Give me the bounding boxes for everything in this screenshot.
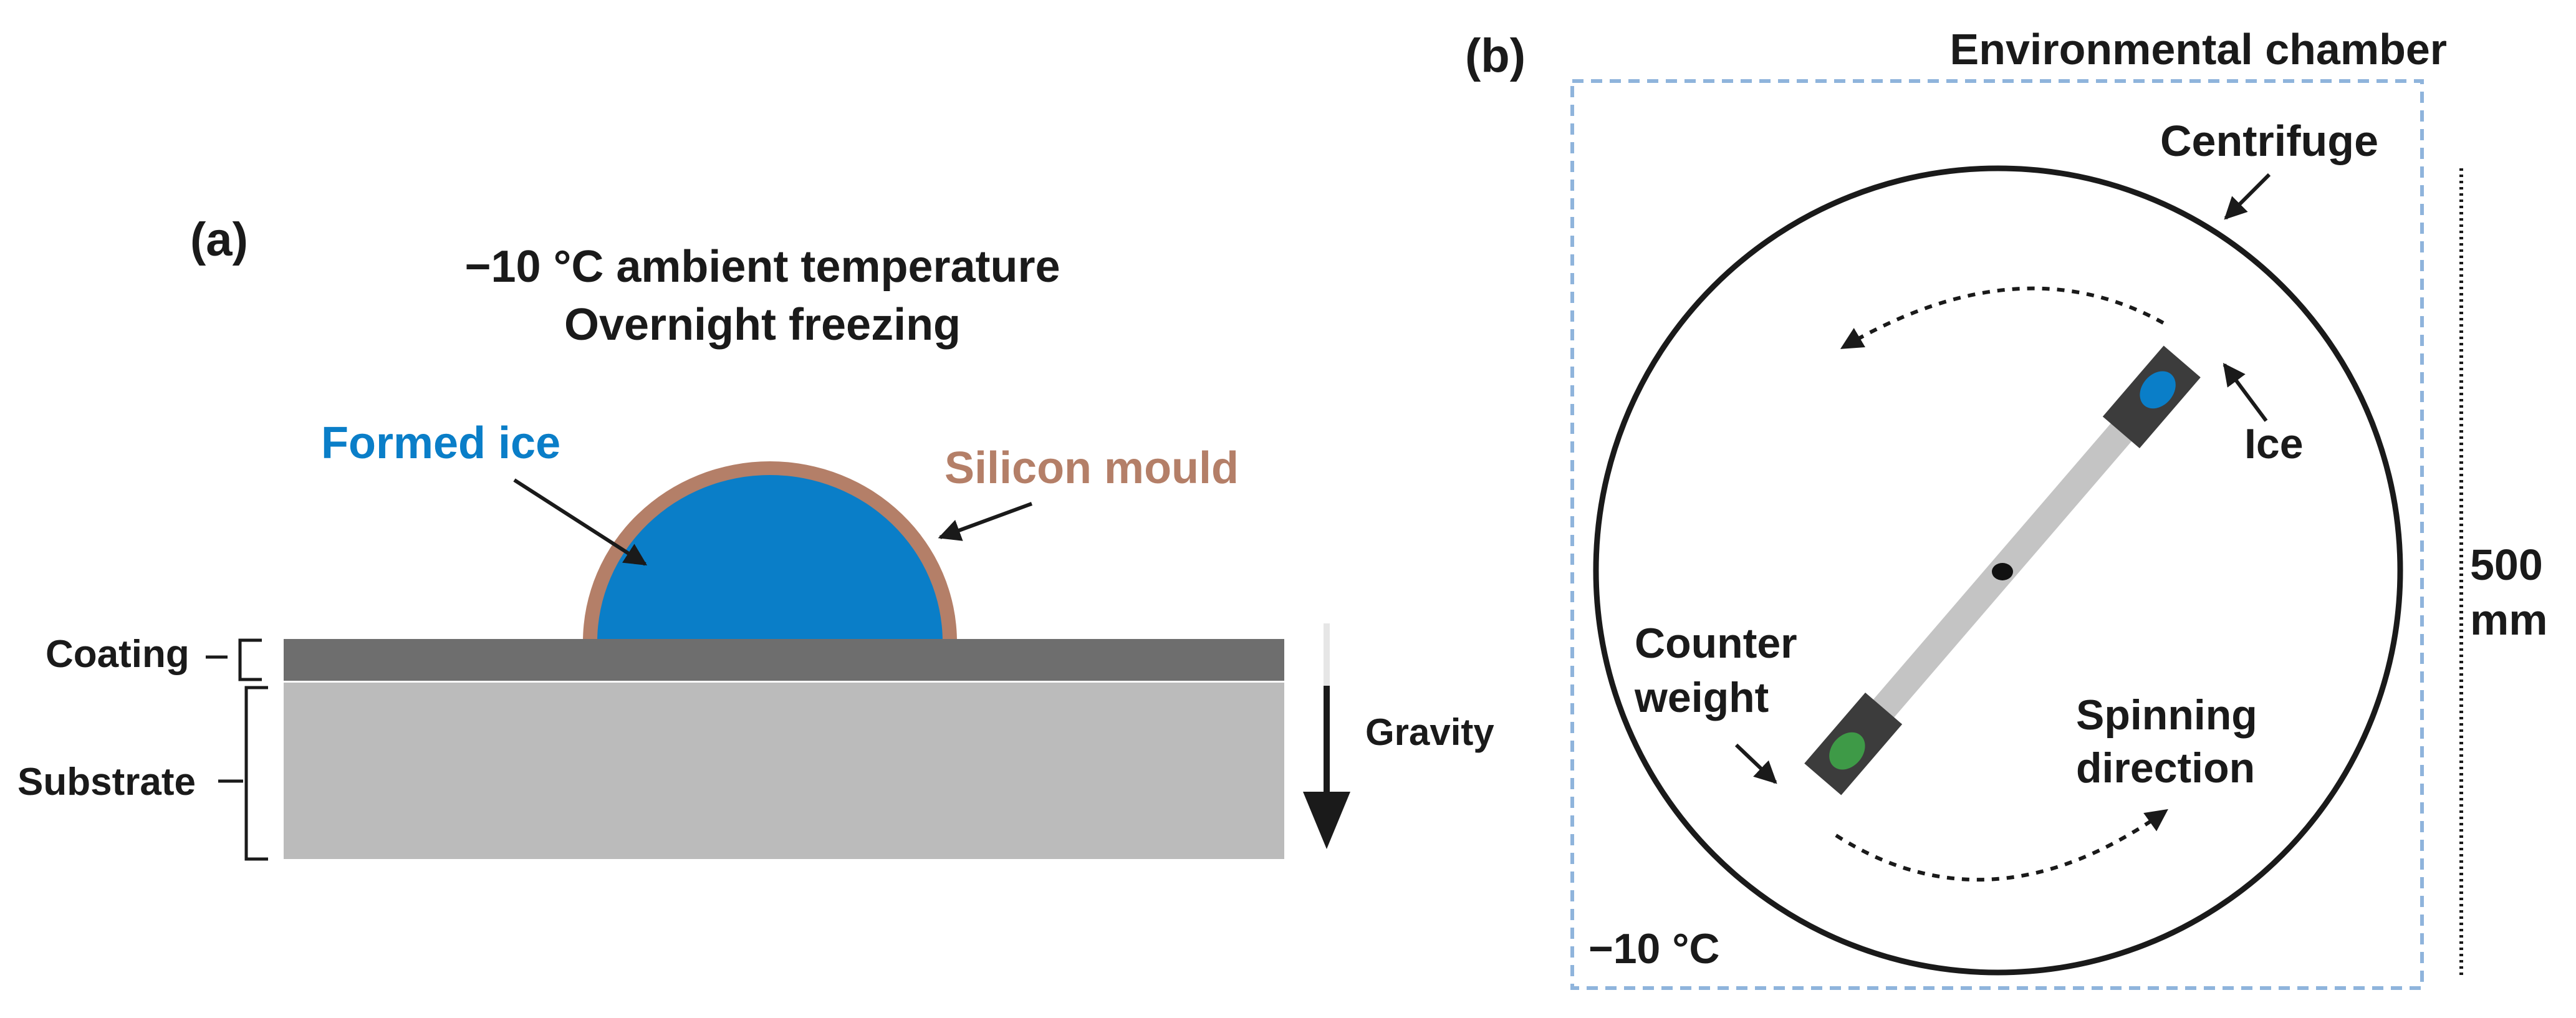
counter-weight-mass — [1829, 732, 1865, 770]
ice-sample — [2140, 371, 2176, 409]
overnight-freezing-label: Overnight freezing — [564, 300, 961, 350]
gravity-arrow — [1303, 623, 1350, 849]
substrate-block — [284, 683, 1284, 859]
formed-ice-dome — [597, 475, 943, 644]
ice-label: Ice — [2244, 420, 2304, 468]
counter-weight-arrow — [1734, 743, 1777, 784]
silicon-mould-arrow — [938, 502, 1033, 541]
panel-a-tag: (a) — [190, 213, 248, 266]
gravity-label: Gravity — [1365, 711, 1494, 753]
spinning-direction-label-line1: Spinning — [2076, 691, 2257, 739]
environmental-chamber-label: Environmental chamber — [1950, 25, 2447, 74]
environmental-chamber-border — [1570, 79, 2424, 990]
spin-arc-top — [1840, 286, 2165, 350]
spinning-direction-label-line2: direction — [2076, 744, 2255, 792]
rotation-axis-dot — [1992, 563, 2013, 580]
dimension-unit: mm — [2470, 595, 2547, 644]
chamber-temperature-label: −10 °C — [1588, 925, 1720, 972]
coating-label: Coating — [46, 633, 190, 676]
substrate-label: Substrate — [17, 761, 196, 804]
ambient-temperature-label: −10 °C ambient temperature — [464, 242, 1060, 292]
substrate-bracket — [244, 686, 268, 861]
coating-bracket — [238, 638, 262, 681]
panel-a: (a) −10 °C ambient temperature Overnight… — [17, 213, 1494, 861]
spin-arc-bottom — [1835, 809, 2168, 882]
counter-weight-label-line2: weight — [1634, 674, 1769, 721]
centrifuge-outline — [1593, 165, 2403, 976]
dimension-value: 500 — [2470, 540, 2543, 589]
formed-ice-arrow — [513, 478, 648, 566]
centrifuge-arrow — [2224, 173, 2271, 220]
ice-arrow — [2223, 363, 2268, 422]
panel-b: (b) Environmental chamber Centrifuge Ice… — [1465, 25, 2547, 990]
silicon-mould-label: Silicon mould — [944, 443, 1239, 493]
formed-ice-label: Formed ice — [321, 418, 560, 468]
centrifuge-label: Centrifuge — [2160, 117, 2378, 165]
coating-layer — [284, 639, 1284, 681]
counter-weight-label-line1: Counter — [1635, 620, 1797, 667]
panel-b-tag: (b) — [1465, 29, 1526, 82]
